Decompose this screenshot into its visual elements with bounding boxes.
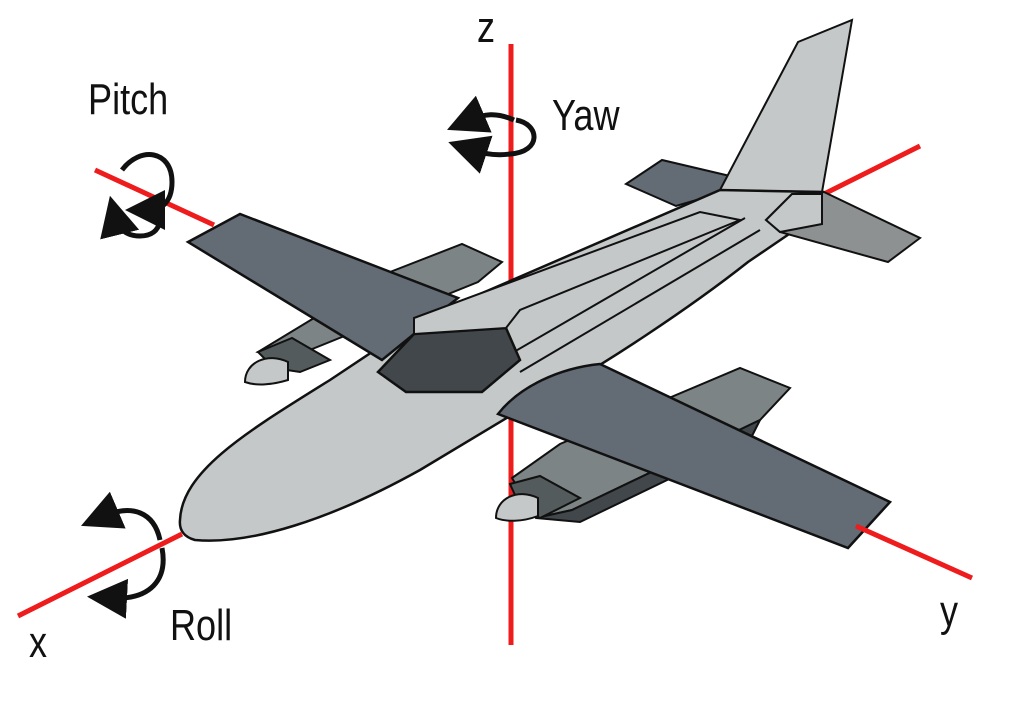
cockpit [376,210,744,394]
y-axis-label: y [940,587,959,636]
y-axis-line-back [818,143,922,199]
right-wing [495,362,893,550]
y-axis-line-front [854,523,974,581]
roll-rotation-arrow-icon [81,491,166,619]
x-axis-line-front [16,531,184,619]
x-axis-line-back [93,167,216,228]
vertical-tail-fin [718,18,854,194]
z-axis-label: z [477,3,496,52]
yaw-label: Yaw [552,91,620,140]
x-axis-label: x [29,618,48,667]
pitch-label: Pitch [88,75,169,124]
pitch-rotation-arrow-icon [100,152,175,240]
roll-label: Roll [170,601,233,650]
yaw-rotation-arrow-icon [447,95,537,174]
